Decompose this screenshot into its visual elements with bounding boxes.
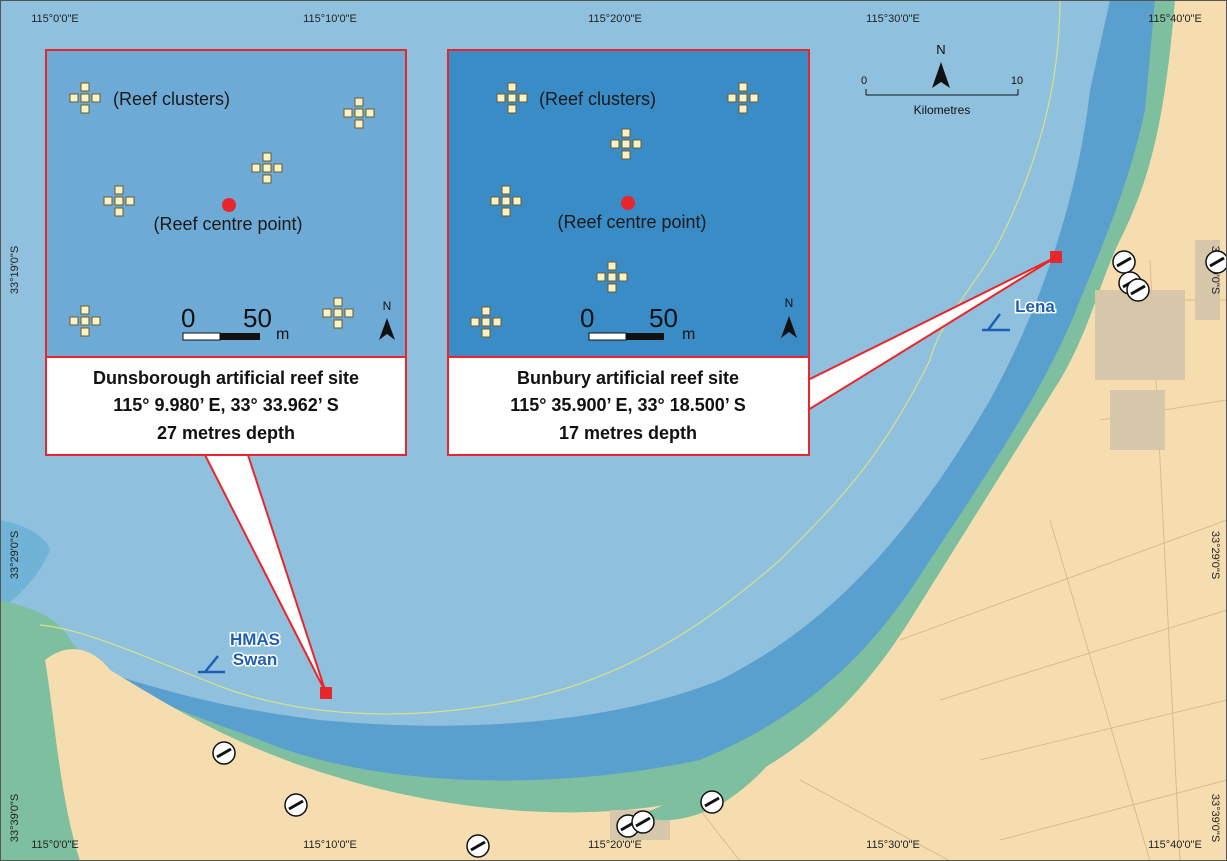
coord-right-3: 33°39'0"S — [1209, 794, 1221, 842]
reef-cluster-icon — [496, 82, 528, 114]
lena-text: Lena — [1015, 297, 1055, 316]
dunsborough-site-marker[interactable] — [320, 687, 332, 699]
coord-top-1: 115°0'0"E — [31, 13, 79, 25]
bunbury-clusters-label: (Reef clusters) — [539, 89, 656, 109]
hmas-swan-label: HMAS Swan — [198, 629, 282, 674]
dunsborough-title: Dunsborough artificial reef site — [93, 368, 359, 388]
dunsborough-scale-bar-black — [220, 333, 260, 340]
main-north-letter: N — [936, 42, 945, 57]
boat-ramp-icon — [212, 741, 236, 765]
coord-bottom-5: 115°40'0"E — [1148, 839, 1202, 851]
wreck-icon-lena — [982, 313, 1010, 332]
reef-cluster-icon — [103, 185, 135, 217]
main-scale-end: 10 — [1011, 75, 1023, 87]
coord-top-2: 115°10'0"E — [303, 13, 357, 25]
bunbury-scale-end: 50 — [649, 303, 678, 333]
bunbury-north-letter: N — [785, 296, 794, 310]
dunsborough-coords: 115° 9.980’ E, 33° 33.962’ S — [113, 395, 339, 415]
dunsborough-info-box — [45, 356, 407, 456]
coord-right-2: 33°29'0"S — [1209, 531, 1221, 579]
dunsborough-scale-end: 50 — [243, 303, 272, 333]
coord-left-2: 33°29'0"S — [9, 531, 21, 579]
coord-left-3: 33°39'0"S — [9, 794, 21, 842]
bunbury-site-marker[interactable] — [1050, 251, 1062, 263]
bunbury-title: Bunbury artificial reef site — [517, 368, 739, 388]
coord-bottom-4: 115°30'0"E — [866, 839, 920, 851]
coord-top-4: 115°30'0"E — [866, 13, 920, 25]
reef-cluster-icon — [470, 306, 502, 338]
coord-bottom-1: 115°0'0"E — [31, 839, 79, 851]
boat-ramp-icon — [1126, 278, 1150, 302]
hmas-line1: HMAS — [230, 630, 280, 649]
main-north-arrow-icon — [932, 62, 950, 88]
hmas-line2: Swan — [233, 650, 277, 669]
boat-ramp-icon — [466, 834, 490, 858]
coord-left-1: 33°19'0"S — [9, 246, 21, 294]
left-shoal — [0, 520, 50, 610]
dunsborough-clusters-label: (Reef clusters) — [113, 89, 230, 109]
bunbury-centre-point — [621, 196, 635, 210]
boat-ramp-icon — [1112, 250, 1136, 274]
dunsborough-north-arrow-icon — [379, 318, 395, 340]
main-scale-unit: Kilometres — [914, 103, 971, 117]
bunbury-scale-start: 0 — [580, 303, 594, 333]
bunbury-scale-unit: m — [682, 326, 695, 343]
reef-cluster-icon — [343, 97, 375, 129]
dunsborough-reef-clusters — [69, 82, 375, 337]
coord-bottom-3: 115°20'0"E — [588, 839, 642, 851]
coordinate-labels: 115°0'0"E 115°10'0"E 115°20'0"E 115°30'0… — [9, 13, 1221, 851]
reef-cluster-icon — [596, 261, 628, 293]
coord-bottom-2: 115°10'0"E — [303, 839, 357, 851]
bunbury-info-box — [447, 356, 810, 456]
coord-top-5: 115°40'0"E — [1148, 13, 1202, 25]
boat-ramp-icon — [700, 790, 724, 814]
reef-cluster-icon — [490, 185, 522, 217]
wreck-icon-swan — [198, 655, 225, 674]
reef-cluster-icon — [69, 305, 101, 337]
bunbury-depth: 17 metres depth — [559, 423, 697, 443]
reef-cluster-icon — [727, 82, 759, 114]
bunbury-inset: (Reef clusters) (Reef centre point) 0 50… — [447, 49, 810, 456]
reef-cluster-icon — [69, 82, 101, 114]
dunsborough-inset: (Reef clusters) (Reef centre point) 0 50… — [45, 49, 407, 456]
bunbury-reef-clusters — [470, 82, 759, 338]
dunsborough-north-letter: N — [383, 299, 392, 313]
town-grid — [610, 240, 1220, 840]
bunbury-scale-bar-black — [626, 333, 664, 340]
mainland — [45, 0, 1227, 861]
boat-ramp-icon — [1205, 250, 1227, 274]
bunbury-centre-label: (Reef centre point) — [557, 212, 706, 232]
main-scale-bar: N 0 10 Kilometres — [861, 42, 1023, 117]
boat-ramp-icons — [212, 250, 1227, 858]
bunbury-coords: 115° 35.900’ E, 33° 18.500’ S — [510, 395, 746, 415]
reef-cluster-icon — [610, 128, 642, 160]
dunsborough-scale-bar-white — [182, 332, 221, 341]
reef-cluster-icon — [251, 152, 283, 184]
coord-top-3: 115°20'0"E — [588, 13, 642, 25]
dunsborough-centre-point — [222, 198, 236, 212]
dunsborough-centre-label: (Reef centre point) — [153, 214, 302, 234]
dunsborough-scale-start: 0 — [181, 303, 195, 333]
dunsborough-scale-unit: m — [276, 326, 289, 343]
reef-boundary-line — [39, 0, 1061, 715]
bunbury-scale-bar-white — [588, 332, 627, 341]
lena-label: Lena — [982, 296, 1057, 332]
bunbury-north-arrow-icon — [781, 316, 797, 338]
boat-ramp-icon — [284, 793, 308, 817]
main-scale-start: 0 — [861, 75, 867, 87]
boat-ramp-icon — [631, 810, 655, 834]
dunsborough-depth: 27 metres depth — [157, 423, 295, 443]
reef-cluster-icon — [322, 297, 354, 329]
